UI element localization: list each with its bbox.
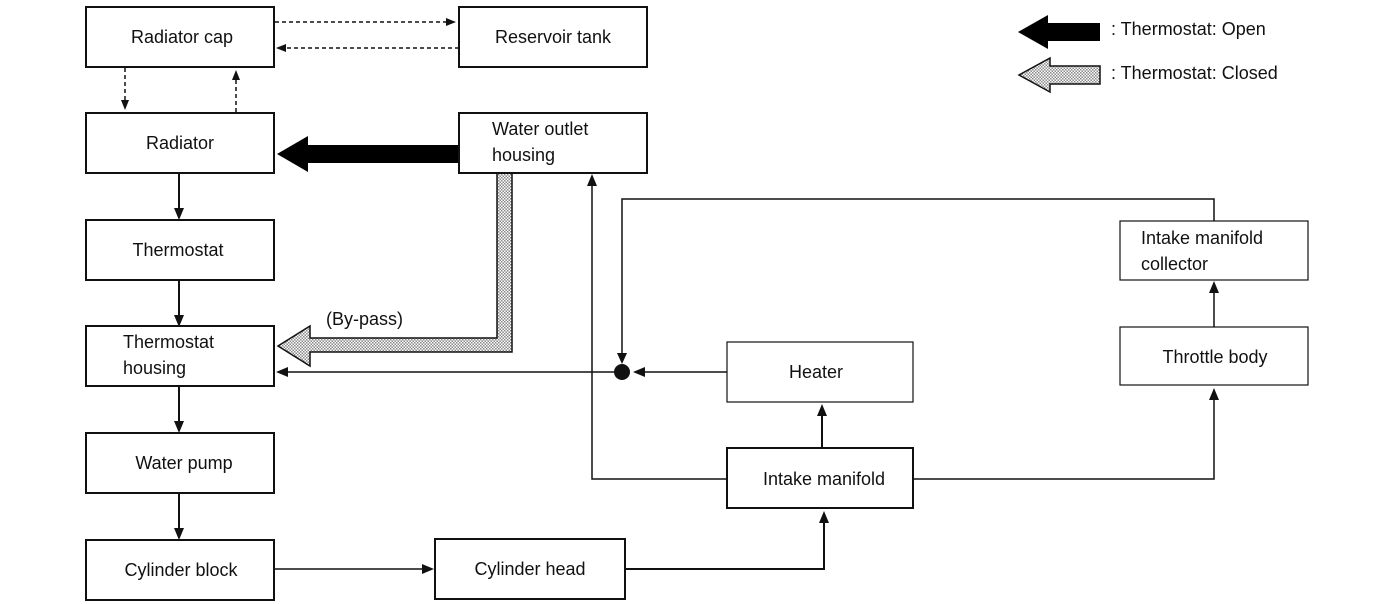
cylinder-head-label: Cylinder head: [474, 559, 585, 579]
arrowhead-to-cap-right: [276, 44, 286, 52]
arrowhead-to-housing-left: [276, 367, 288, 377]
arrowhead-to-housing: [174, 315, 184, 327]
legend-closed-arrow-icon: [1017, 56, 1101, 94]
thermostat-label: Thermostat: [132, 240, 223, 260]
arrowhead-to-cap-bottom: [232, 70, 240, 80]
box-labels: Radiator cap Reservoir tank Radiator Wat…: [123, 27, 1268, 580]
cylinder-block-label: Cylinder block: [124, 560, 238, 580]
arrowhead-to-thermostat: [174, 208, 184, 220]
radiator-cap-label: Radiator cap: [131, 27, 233, 47]
legend-open-arrow-icon: [1018, 15, 1100, 49]
water-outlet-housing-label-line2: housing: [492, 145, 555, 165]
thermostat-closed-bypass-arrow: [276, 171, 513, 368]
arrowhead-to-reservoir: [446, 18, 456, 26]
arrowhead-to-junction-right: [633, 367, 645, 377]
intake-manifold-collector-label-line2: collector: [1141, 254, 1208, 274]
junction-dot: [614, 364, 630, 380]
arrowhead-to-intake: [819, 511, 829, 523]
reservoir-tank-box: [458, 6, 648, 68]
reservoir-tank-label: Reservoir tank: [495, 27, 612, 47]
head-to-intake-line: [626, 521, 825, 570]
intake-manifold-box: [726, 447, 914, 509]
water-pump-label: Water pump: [135, 453, 232, 473]
intake-manifold-label: Intake manifold: [763, 469, 885, 489]
thermostat-box: [85, 219, 275, 281]
legend: : Thermostat: Open : Thermostat: Closed: [1017, 15, 1278, 94]
water-outlet-housing-box: [458, 112, 648, 174]
throttle-body-box: [1119, 326, 1309, 386]
water-outlet-housing-label-line1: Water outlet: [492, 119, 588, 139]
legend-closed-label: : Thermostat: Closed: [1111, 63, 1278, 83]
heater-label: Heater: [789, 362, 843, 382]
throttle-body-label: Throttle body: [1162, 347, 1267, 367]
intake-manifold-collector-label-line1: Intake manifold: [1141, 228, 1263, 248]
water-pump-box: [85, 432, 275, 494]
radiator-cap-box: [85, 6, 275, 68]
thermostat-housing-label-line1: Thermostat: [123, 332, 214, 352]
arrowhead-to-head: [422, 564, 434, 574]
boxes: [85, 6, 1309, 601]
radiator-label: Radiator: [146, 133, 214, 153]
arrowhead-to-block: [174, 528, 184, 540]
heater-box: [726, 341, 914, 403]
intake-to-throttle-line: [914, 398, 1215, 480]
collector-to-junction-line: [621, 198, 1215, 358]
radiator-box: [85, 112, 275, 174]
arrowhead-to-outlet: [587, 174, 597, 186]
intake-manifold-collector-box: [1119, 220, 1309, 281]
arrowheads: [121, 18, 1219, 574]
arrowhead-to-junction-top: [617, 353, 627, 364]
bypass-label: (By-pass): [326, 309, 403, 329]
thermostat-housing-box: [85, 325, 275, 387]
intake-to-outlet-line: [591, 184, 727, 480]
cylinder-head-box: [434, 538, 626, 600]
arrowhead-to-collector: [1209, 281, 1219, 293]
arrowhead-to-throttle: [1209, 388, 1219, 400]
thermostat-housing-label-line2: housing: [123, 358, 186, 378]
cylinder-block-box: [85, 539, 275, 601]
arrowhead-to-pump: [174, 421, 184, 433]
connectors: [124, 21, 1215, 570]
thermostat-open-arrow: [277, 136, 460, 172]
legend-open-label: : Thermostat: Open: [1111, 19, 1266, 39]
arrowhead-to-radiator-dashed: [121, 100, 129, 110]
arrowhead-to-heater: [817, 404, 827, 416]
